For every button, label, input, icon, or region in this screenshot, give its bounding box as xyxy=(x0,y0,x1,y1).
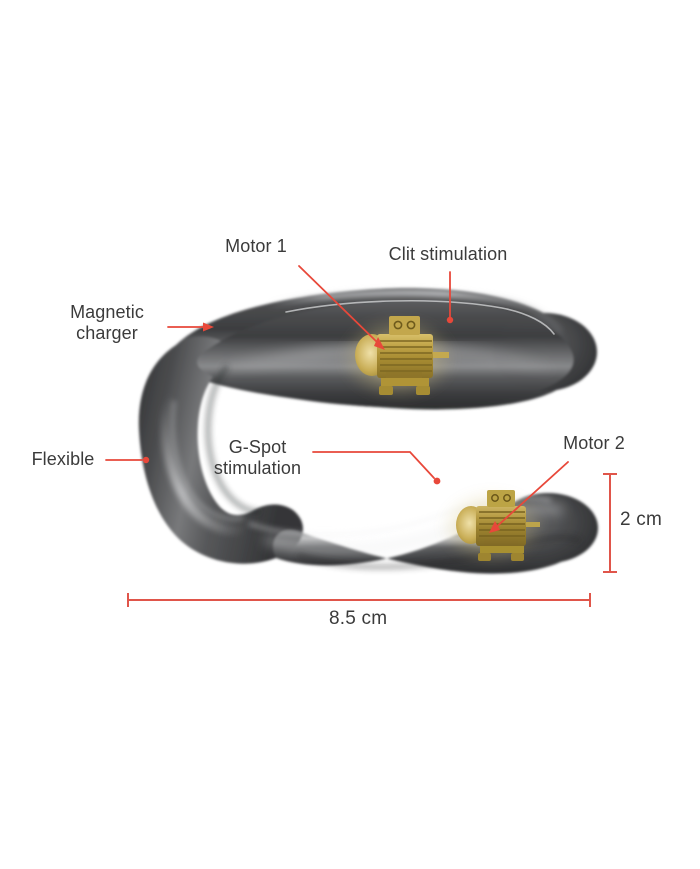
top-ridge-highlight xyxy=(265,290,563,333)
dimension-label-width: 8.5 cm xyxy=(329,608,388,629)
leader-motor-2 xyxy=(489,461,569,533)
label-motor-2: Motor 2 xyxy=(563,433,625,453)
leader-dot-clit xyxy=(446,316,454,324)
flexible-bend xyxy=(138,336,303,564)
motor-1-foot-left xyxy=(379,386,393,395)
leader-dot-flexible xyxy=(142,456,150,464)
motor-1-body xyxy=(377,334,433,378)
motor-1-shaft xyxy=(433,352,449,358)
label-magnetic-charger: Magnetic charger xyxy=(70,302,144,344)
motor-1-cooling-fins xyxy=(380,340,432,372)
dimension-label-height: 2 cm xyxy=(620,509,662,530)
motor-2-cooling-fins xyxy=(479,511,525,537)
label-flexible: Flexible xyxy=(31,449,95,469)
leader-gspot-stimulation xyxy=(312,451,441,485)
motor-2-terminal-2 xyxy=(503,494,511,502)
motor-2-base xyxy=(480,546,524,553)
motor-1-terminal-2 xyxy=(406,320,416,330)
label-motor-1: Motor 1 xyxy=(225,236,287,256)
motor-1-base xyxy=(381,378,429,386)
motor-2-shaft xyxy=(526,522,540,527)
dimension-height xyxy=(603,473,617,573)
label-clit-stimulation: Clit stimulation xyxy=(388,244,508,264)
leader-lines xyxy=(105,265,569,533)
motor-2-foot-left xyxy=(478,553,491,561)
motor-2-terminal-1 xyxy=(491,494,499,502)
motor-1-terminal-box xyxy=(389,316,420,335)
dimension-lines xyxy=(127,473,617,607)
motor-2-foot-right xyxy=(511,553,524,561)
leader-dot-gspot xyxy=(433,477,441,485)
leader-magnetic-charger xyxy=(167,322,214,332)
motor-1-terminal-1 xyxy=(393,320,403,330)
motor-1-foot-right xyxy=(416,386,430,395)
motor-1-component xyxy=(340,316,456,400)
dimension-width xyxy=(127,593,591,607)
label-gspot-stimulation: G-Spot stimulation xyxy=(213,437,302,479)
bend-highlight xyxy=(159,393,251,536)
leader-flexible xyxy=(105,456,150,464)
leader-motor-1 xyxy=(298,265,385,350)
leader-clit-stimulation xyxy=(446,271,454,324)
